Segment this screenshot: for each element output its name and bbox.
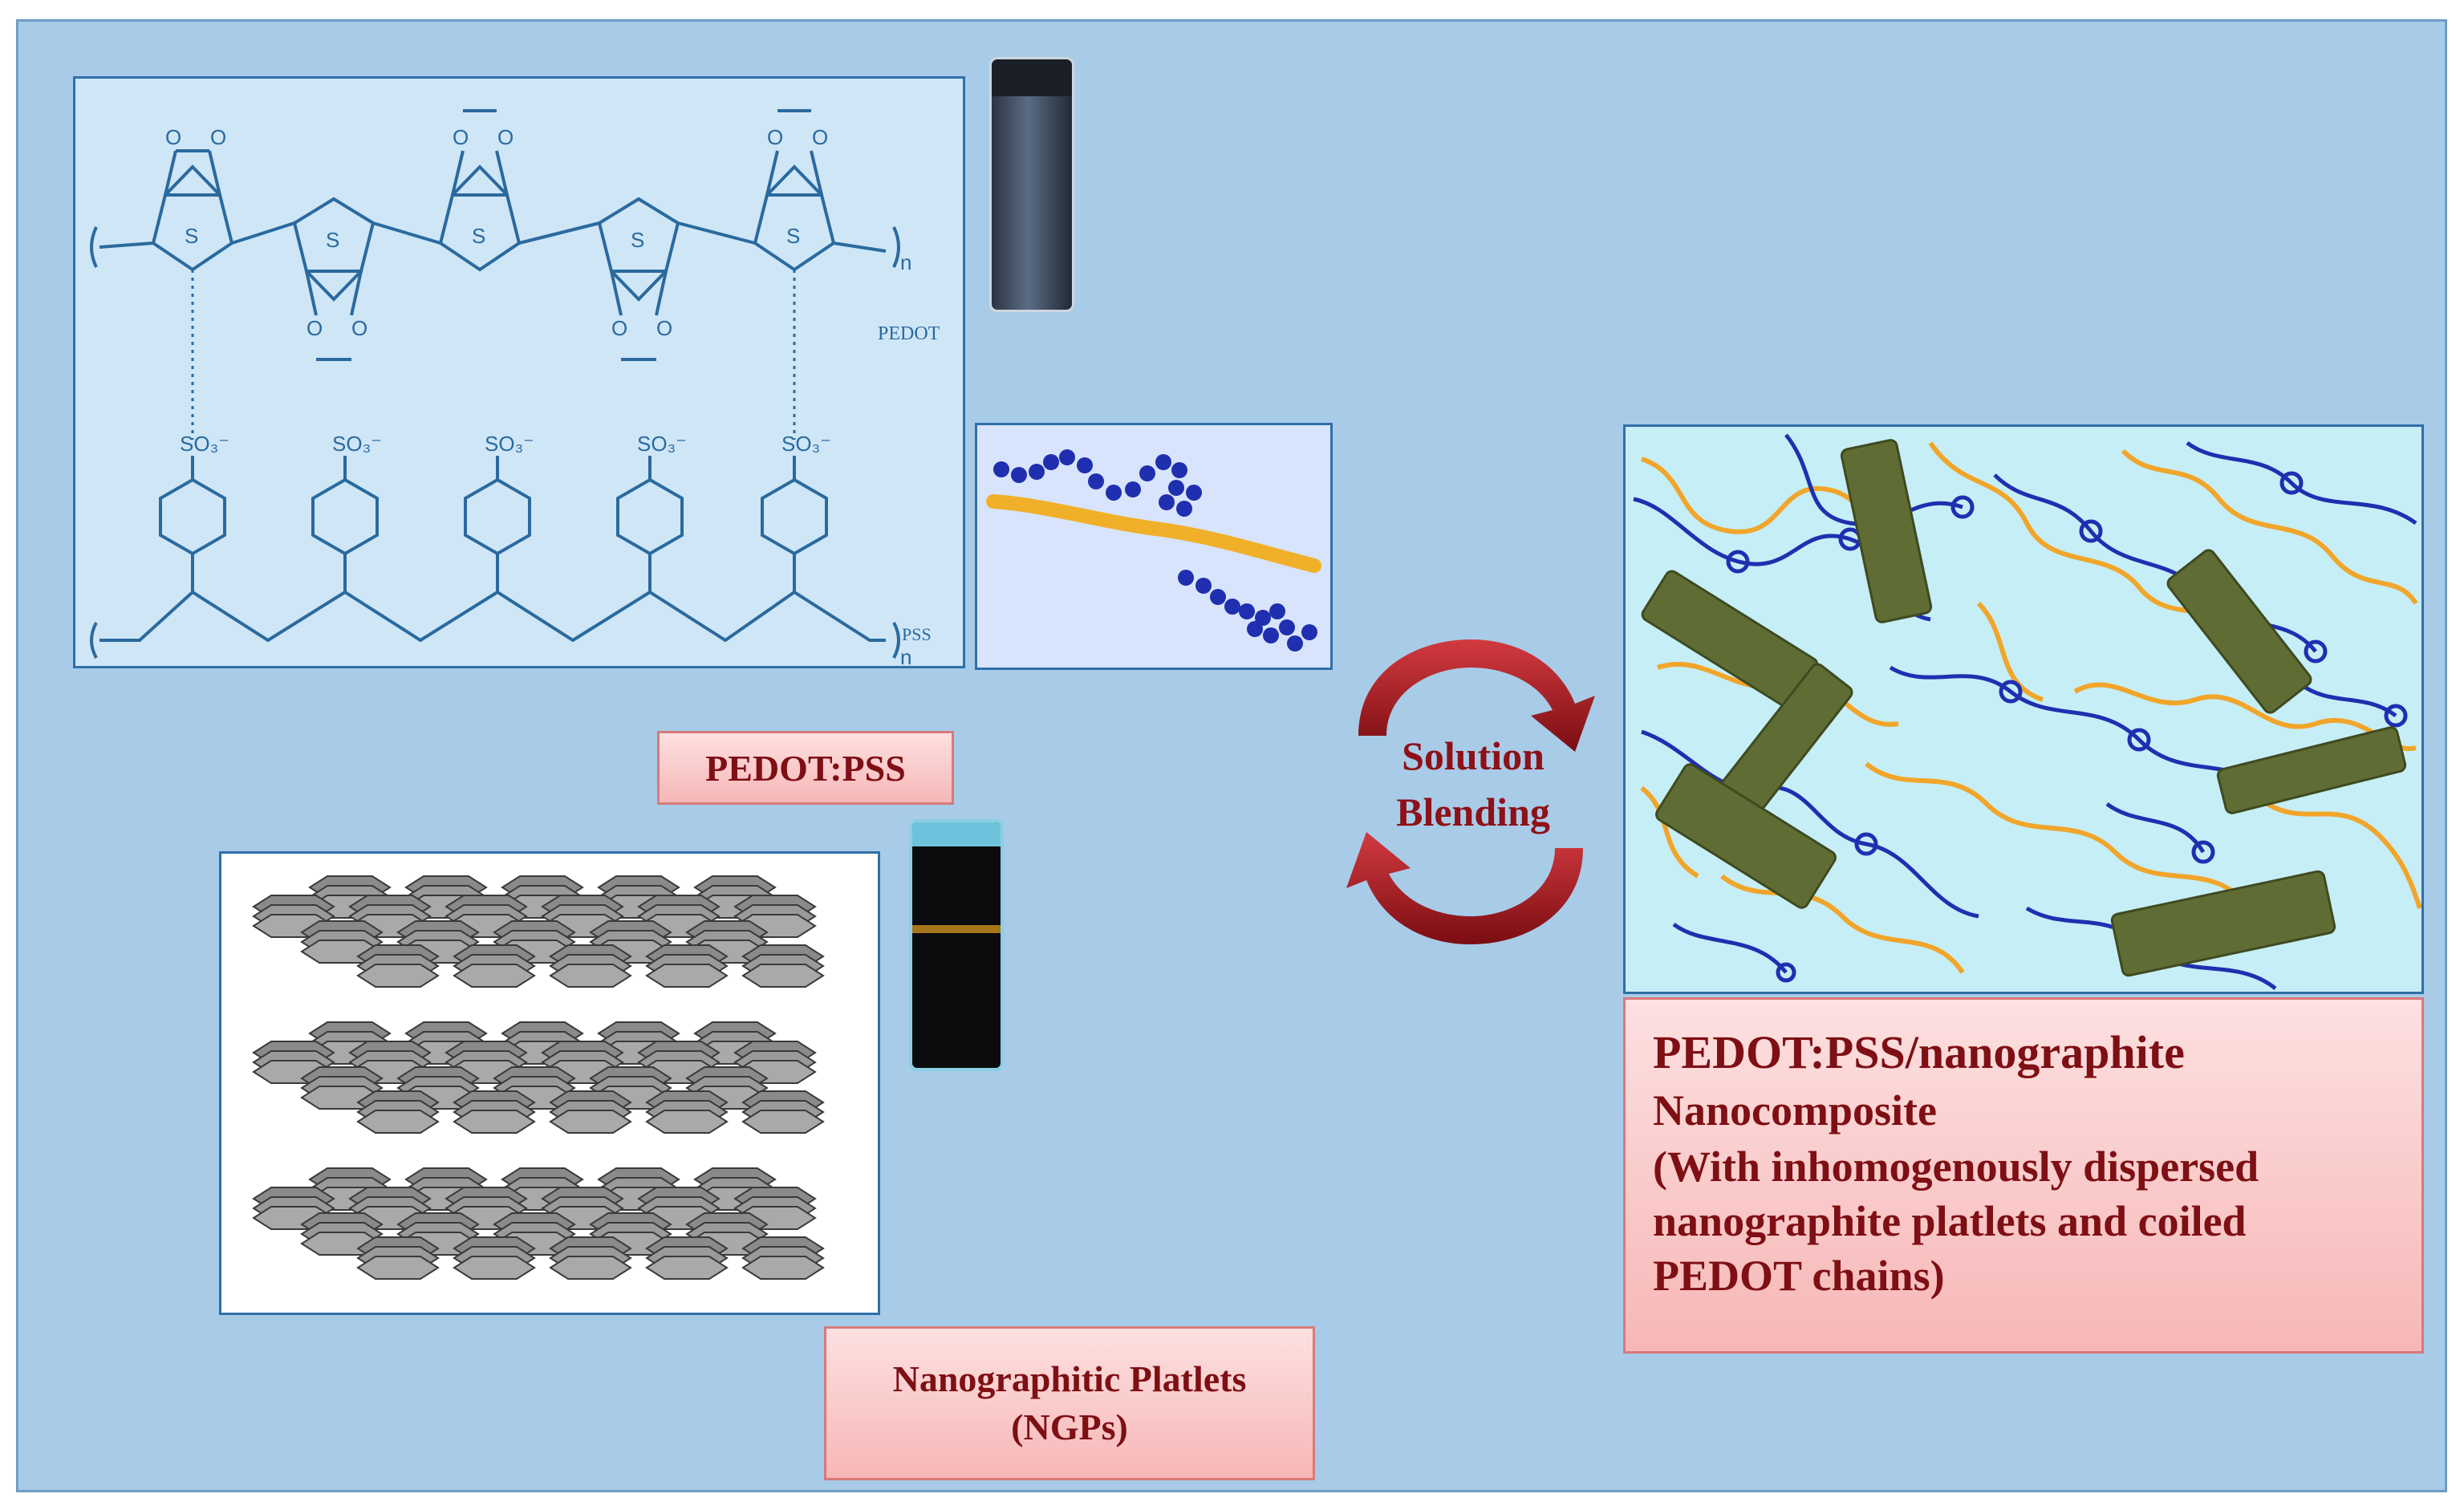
pss-ring-1 [159, 456, 226, 592]
thiophene-unit-1 [151, 149, 234, 272]
pedot-pss-structure-panel: S S S S S O O O O O O O O O O SO₃⁻ SO₃⁻ … [73, 76, 965, 668]
sulfonate-2: SO₃⁻ [332, 432, 382, 456]
ngp-label-line1: Nanographitic Platlets [892, 1358, 1247, 1399]
blending-arrows-icon [1346, 639, 1595, 944]
blend-line1: Solution [1402, 733, 1545, 778]
composite-line2: Nanocomposite [1653, 1086, 1937, 1135]
ngp-label: Nanographitic Platlets (NGPs) [824, 1326, 1315, 1480]
atom-s-3: S [472, 224, 485, 248]
pedot-structure-label: PEDOT [878, 323, 940, 344]
atom-o-2: O [210, 125, 226, 149]
atom-o-10: O [656, 316, 672, 340]
graphite-platelet-stacks [221, 854, 878, 1313]
platelet-layer-2 [254, 1022, 823, 1133]
atom-s-4: S [631, 228, 644, 252]
composite-line5: PEDOT chains) [1653, 1252, 1945, 1300]
figure-frame: S S S S S O O O O O O O O O O SO₃⁻ SO₃⁻ … [16, 19, 2447, 1492]
pss-ring-5 [761, 456, 828, 592]
pss-structure-label: PSS [902, 624, 932, 644]
sulfonate-3: SO₃⁻ [485, 432, 534, 456]
atom-s-1: S [185, 224, 198, 248]
repeat-n-pss: n [900, 645, 911, 666]
pss-ring-3 [464, 456, 531, 592]
thiophene-unit-2 [292, 197, 375, 361]
composite-line1: PEDOT:PSS/nanographite [1653, 1026, 2185, 1078]
atom-o-1: O [165, 125, 181, 149]
pedot-pss-chain-cartoon [986, 449, 1321, 651]
atom-s-5: S [786, 224, 800, 248]
platelet-2 [1641, 570, 1819, 709]
ngp-vial-icon [909, 819, 1004, 1071]
curved-arrow-bottom [1346, 832, 1583, 944]
atom-o-4: O [497, 125, 514, 149]
composite-line3: (With inhomogenously dispersed [1653, 1143, 2259, 1191]
pedot-pss-label: PEDOT:PSS [657, 731, 954, 805]
atom-o-6: O [812, 125, 828, 149]
pss-chains [1640, 441, 2421, 974]
platelet-layer-3 [254, 1168, 823, 1279]
pss-chain [986, 494, 1321, 573]
platelet-5 [2166, 549, 2312, 714]
thiophene-unit-3 [438, 109, 522, 272]
atom-s-2: S [326, 228, 339, 252]
platelet-1 [1840, 439, 1933, 623]
atom-o-9: O [611, 316, 627, 340]
blend-line2: Blending [1396, 790, 1550, 834]
platelet-7 [2110, 870, 2336, 977]
pedot-backbone [231, 221, 887, 253]
ngp-stack-panel [219, 851, 880, 1315]
nanocomposite-panel [1623, 424, 2424, 994]
thiophene-unit-5 [753, 109, 836, 272]
atom-o-5: O [767, 125, 783, 149]
pss-backbone [99, 590, 886, 643]
ngp-label-line2: (NGPs) [1011, 1406, 1128, 1447]
thiophene-unit-4 [597, 197, 680, 361]
repeat-n-pedot: n [900, 250, 911, 274]
pedot-pss-vial-icon [989, 57, 1074, 312]
sulfonate-5: SO₃⁻ [781, 432, 831, 456]
pedot-pss-label-text: PEDOT:PSS [705, 747, 906, 789]
pedot-pss-chain-panel [975, 423, 1333, 670]
platelet-4 [1655, 763, 1837, 909]
graphite-platelets [1641, 439, 2407, 977]
sulfonate-1: SO₃⁻ [180, 432, 229, 456]
atom-o-7: O [306, 316, 323, 340]
atom-o-8: O [351, 316, 367, 340]
pedot-chain-upper [993, 449, 1202, 517]
nanocomposite-illustration [1633, 433, 2421, 990]
pedot-chain-lower [1178, 570, 1317, 651]
platelet-6 [2216, 726, 2407, 814]
nanocomposite-label: PEDOT:PSS/nanographite Nanocomposite (Wi… [1623, 997, 2424, 1354]
platelet-layer-1 [254, 876, 823, 987]
pss-ring-4 [616, 456, 684, 592]
pedot-pss-structure-diagram: S S S S S O O O O O O O O O O SO₃⁻ SO₃⁻ … [90, 109, 940, 666]
solution-blending-label: Solution Blending [1357, 728, 1589, 840]
pss-ring-2 [311, 456, 379, 592]
sulfonate-4: SO₃⁻ [637, 432, 687, 456]
atom-o-3: O [453, 125, 469, 149]
curved-arrow-top [1358, 639, 1595, 752]
composite-line4: nanographite platlets and coiled [1653, 1197, 2247, 1245]
